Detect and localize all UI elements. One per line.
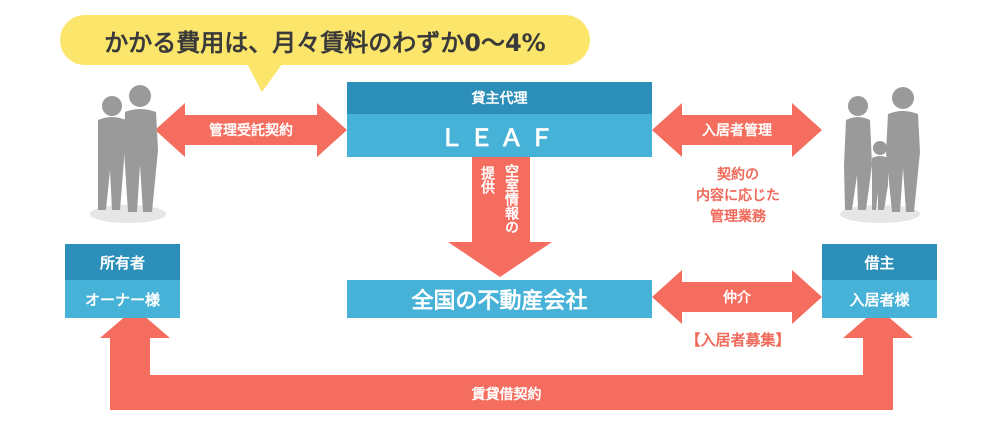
recruitment-note: 【入居者募集】 [685,330,791,349]
brokerage-label: 仲介 [723,290,751,306]
cost-callout-bubble [60,15,590,92]
tenant-header-label: 借主 [864,253,895,272]
owner-body: オーナー様 [65,280,180,318]
owner-header-label: 所有者 [99,253,145,272]
lease-contract-label: 賃貸借契約 [471,387,542,403]
company-box: 全国の不動産会社 [347,280,652,318]
couple-silhouette-icon [90,85,166,223]
agent-body-label: ＬＥＡＦ [439,124,560,152]
agent-body: ＬＥＡＦ [347,114,652,157]
management-duties-note: 契約の 内容に応じた 管理業務 [670,165,806,228]
tenant-management-label: 入居者管理 [702,123,772,139]
brokerage-arrow [652,270,822,324]
vacancy-info-label-left: 提供 [479,166,495,194]
vacancy-info-label-right: 空室情報の [503,164,519,234]
vacancy-info-arrow [448,157,552,277]
management-contract-arrow [155,103,347,157]
tenant-body: 入居者様 [822,280,937,318]
owner-body-label: オーナー様 [84,290,160,309]
management-duties-line-3: 管理業務 [710,209,766,225]
tenant-management-arrow [652,103,822,157]
management-contract-label: 管理受託契約 [209,123,293,139]
management-duties-line-2: 内容に応じた [696,188,780,204]
tenant-header: 借主 [822,244,937,280]
company-label: 全国の不動産会社 [411,289,588,314]
agent-header: 貸主代理 [347,82,652,114]
tenant-body-label: 入居者様 [849,290,910,309]
management-duties-line-1: 契約の [717,167,759,183]
agent-header-label: 貸主代理 [471,91,528,107]
owner-header: 所有者 [65,244,180,280]
cost-callout-text: かかる費用は、月々賃料のわずか0〜4% [60,15,590,65]
cost-callout-label: かかる費用は、月々賃料のわずか0〜4% [104,28,546,57]
family-silhouette-icon [840,87,920,223]
